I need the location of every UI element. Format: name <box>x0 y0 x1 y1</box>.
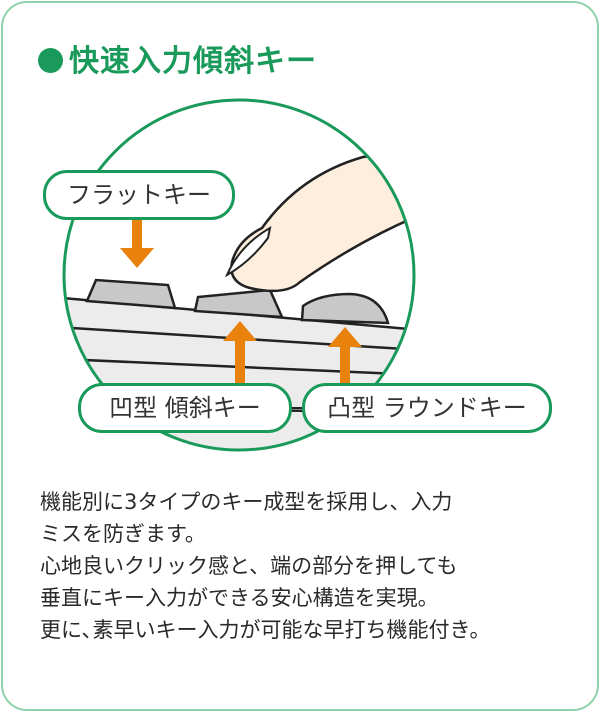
label-text: 凸型 ラウンドキー <box>327 394 527 422</box>
finger <box>230 148 414 293</box>
keyboard-line <box>64 356 414 377</box>
flat-key <box>85 278 177 310</box>
description: 機能別に3タイプのキー成型を採用し、入力 ミスを防ぎます。 心地良いクリック感と… <box>40 486 570 646</box>
label-convex-key: 凸型 ラウンドキー <box>302 383 552 433</box>
fingernail <box>224 226 272 278</box>
convex-key <box>300 292 390 325</box>
section-title: 快速入力傾斜キー <box>38 36 317 80</box>
arrow-down-icon <box>120 218 154 268</box>
label-text: フラットキー <box>67 181 211 209</box>
zoom-circle-outline <box>62 98 416 452</box>
description-line: 機能別に3タイプのキー成型を採用し、入力 <box>40 490 453 514</box>
label-text: 凹型 傾斜キー <box>109 394 261 422</box>
label-flat-key: フラットキー <box>43 170 235 220</box>
label-concave-key: 凹型 傾斜キー <box>78 383 292 433</box>
bullet-icon <box>38 48 63 73</box>
description-line: ミスを防ぎます。 <box>40 522 206 546</box>
arrow-up-icon <box>223 321 257 385</box>
arrow-up-icon <box>328 327 362 385</box>
description-line: 心地良いクリック感と、端の部分を押しても <box>40 554 458 578</box>
title-text: 快速入力傾斜キー <box>69 44 317 79</box>
description-line: 更に､素早いキー入力が可能な早打ち機能付き。 <box>40 618 491 642</box>
description-line: 垂直にキー入力ができる安心構造を実現。 <box>40 586 439 610</box>
